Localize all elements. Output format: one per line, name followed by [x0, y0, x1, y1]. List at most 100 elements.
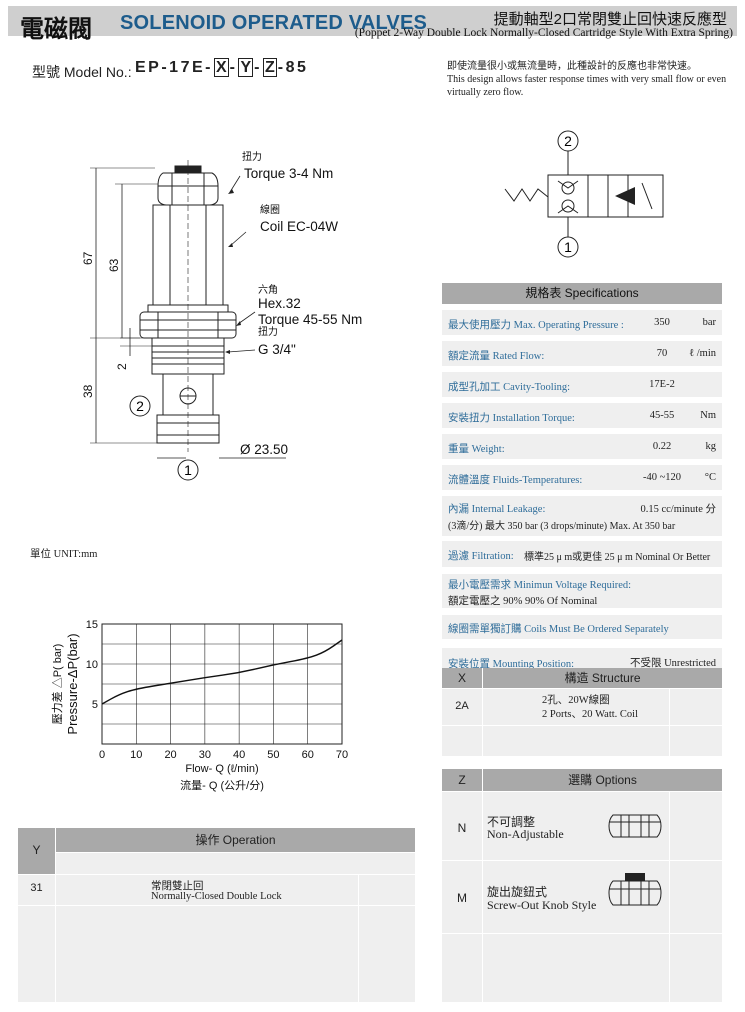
model-z-box: Z — [262, 58, 277, 77]
structure-key: X — [457, 671, 466, 685]
spec-label-voltage: 最小電壓需求 Minimun Voltage Required: — [448, 580, 632, 591]
hex-cn: 六角 — [258, 284, 278, 296]
spec-label: 重量 Weight: — [448, 444, 505, 455]
spec-label-mounting: 安裝位置 Mounting Position: — [448, 659, 575, 670]
spec-value: -40 ~120 — [642, 472, 682, 483]
series-line — [101, 639, 343, 705]
dim-2: 2 — [115, 363, 129, 370]
spec-unit: °C — [704, 472, 716, 483]
x-tick-label: 50 — [267, 749, 279, 761]
header-subtitle-cn: 提動軸型2口常閉雙止回快速反應型 — [493, 11, 727, 28]
model-label: 型號 Model No.: — [32, 64, 132, 80]
x-tick-label: 10 — [130, 749, 142, 761]
description-en: This design allows faster response times… — [447, 74, 727, 98]
hex-label: Hex.32 — [258, 296, 301, 311]
options-table: Z 選購 Options N 不可調整 Non-Adjustable M 旋出旋… — [442, 769, 722, 1002]
spec-row-leakage: 內漏 Internal Leakage: 0.15 cc/minute 分 (3… — [442, 496, 722, 537]
valve-box-1 — [547, 174, 589, 218]
spec-unit: bar — [702, 317, 716, 328]
operation-en: Normally-Closed Double Lock — [151, 891, 282, 902]
options-key: Z — [458, 773, 466, 787]
spec-label-leakage: 內漏 Internal Leakage: — [448, 504, 546, 515]
spec-row: 流體溫度 Fluids-Temperatures: -40 ~120 °C — [442, 465, 722, 491]
model-dash-2: - — [254, 59, 262, 76]
model-x-box: X — [213, 58, 229, 77]
unit-label: 單位 UNIT:mm — [30, 549, 98, 560]
spec-label: 成型孔加工 Cavity-Tooling: — [448, 382, 571, 393]
structure-code: 2A — [455, 700, 469, 712]
model-prefix: EP-17E- — [135, 59, 213, 76]
y-tick-label: 15 — [86, 619, 98, 631]
spec-value: 350 — [654, 317, 670, 328]
header-bar — [8, 6, 737, 36]
spec-label: 額定流量 Rated Flow: — [448, 351, 545, 362]
option-code-m: M — [457, 891, 467, 905]
cartridge-tip — [156, 414, 220, 444]
spec-value-leakage-2: (3滴/分) 最大 350 bar (3 drops/minute) Max. … — [448, 521, 676, 532]
dim-63: 63 — [107, 258, 121, 272]
valve-drawing: 2 1 扭力 Torque 3-4 Nm 線圈 Coil EC-04W 六角 H… — [81, 150, 362, 481]
structure-header — [442, 668, 722, 688]
thread-section — [151, 337, 225, 375]
model-suffix: -85 — [277, 59, 309, 76]
description-cn: 即使流量很小或無流量時，此種設計的反應也非常快速。 — [447, 61, 697, 72]
port-1-marker — [177, 459, 199, 481]
dim-67: 67 — [81, 251, 95, 265]
spec-unit: kg — [705, 441, 717, 452]
spec-value: 0.22 — [652, 441, 672, 452]
header-title-en: SOLENOID OPERATED VALVES — [120, 12, 428, 34]
operation-title: 操作 Operation — [195, 833, 276, 847]
structure-cn: 2孔、20W線圈 — [542, 695, 610, 706]
hydraulic-symbol: 2 1 — [504, 130, 664, 258]
spec-label: 流體溫度 Fluids-Temperatures: — [448, 475, 583, 486]
spec-value: 17E-2 — [649, 379, 675, 390]
operation-key-cell — [18, 828, 55, 874]
coil-cn: 線圈 — [260, 203, 280, 216]
options-title: 選購 Options — [568, 773, 637, 787]
option-en-m: Screw-Out Knob Style — [487, 898, 597, 912]
y-tick-label: 10 — [86, 659, 98, 671]
spec-row-filtration: 過濾 Filtration: 標準25 μ m或更佳 25 μ m Nomina… — [442, 541, 722, 568]
spring-icon — [504, 188, 549, 202]
y-tick-label: 5 — [92, 699, 98, 711]
spec-table: 規格表 Specifications 最大使用壓力 Max. Operating… — [442, 283, 722, 675]
y-axis-label-en: Pressure-ΔP(bar) — [65, 633, 80, 734]
solenoid-arrow-icon — [615, 187, 635, 205]
option-en-n: Non-Adjustable — [487, 827, 564, 841]
x-tick-label: 60 — [302, 749, 314, 761]
x-axis-label-cn: 流量- Q (公升/分) — [180, 778, 264, 792]
spec-label: 安裝扭力 Installation Torque: — [448, 413, 575, 424]
torque-label: Torque 3-4 Nm — [244, 166, 333, 181]
symbol-port-2: 2 — [564, 133, 572, 149]
spec-row: 額定流量 Rated Flow: 70 ℓ /min — [442, 341, 722, 367]
spec-row: 成型孔加工 Cavity-Tooling: 17E-2 — [442, 372, 722, 398]
header-title-cn: 電磁閥 — [20, 16, 92, 43]
spec-value-filtration: 標準25 μ m或更佳 25 μ m Nominal Or Better — [524, 552, 711, 563]
screw-out-knob-icon — [608, 873, 662, 906]
model-y-box: Y — [238, 58, 254, 77]
model-code: EP-17E-X-Y-Z-85 — [135, 58, 309, 77]
options-header — [442, 769, 722, 791]
spec-value-voltage: 額定電壓之 90% 90% Of Nominal — [448, 596, 598, 607]
structure-table: X 構造 Structure 2A 2孔、20W線圈 2 Ports、20 Wa… — [442, 668, 722, 756]
structure-en: 2 Ports、20 Watt. Coil — [542, 709, 638, 720]
non-adjustable-knob-icon — [608, 814, 662, 838]
spec-unit: ℓ /min — [689, 348, 716, 359]
x-tick-label: 40 — [233, 749, 245, 761]
structure-title: 構造 Structure — [564, 671, 641, 685]
option-cn-m: 旋出旋鈕式 — [487, 885, 548, 899]
port-2-marker — [129, 395, 151, 417]
spec-row: 重量 Weight: 0.22 kg — [442, 434, 722, 460]
x-tick-label: 0 — [99, 749, 105, 761]
spec-value: 70 — [656, 348, 668, 359]
spec-row-voltage: 最小電壓需求 Minimun Voltage Required: 額定電壓之 9… — [442, 574, 722, 609]
spec-label-filtration: 過濾 Filtration: — [448, 551, 514, 562]
y-axis-label-cn: 壓力差 △P( bar) — [50, 644, 64, 725]
x-axis-label-en: Flow- Q (ℓ/min) — [185, 763, 258, 775]
spec-coils-note: 線圈需單獨訂購 Coils Must Be Ordered Separately — [448, 624, 669, 635]
coil-label: Coil EC-04W — [260, 219, 338, 234]
description: 即使流量很小或無流量時，此種設計的反應也非常快速。 This design al… — [447, 60, 737, 99]
